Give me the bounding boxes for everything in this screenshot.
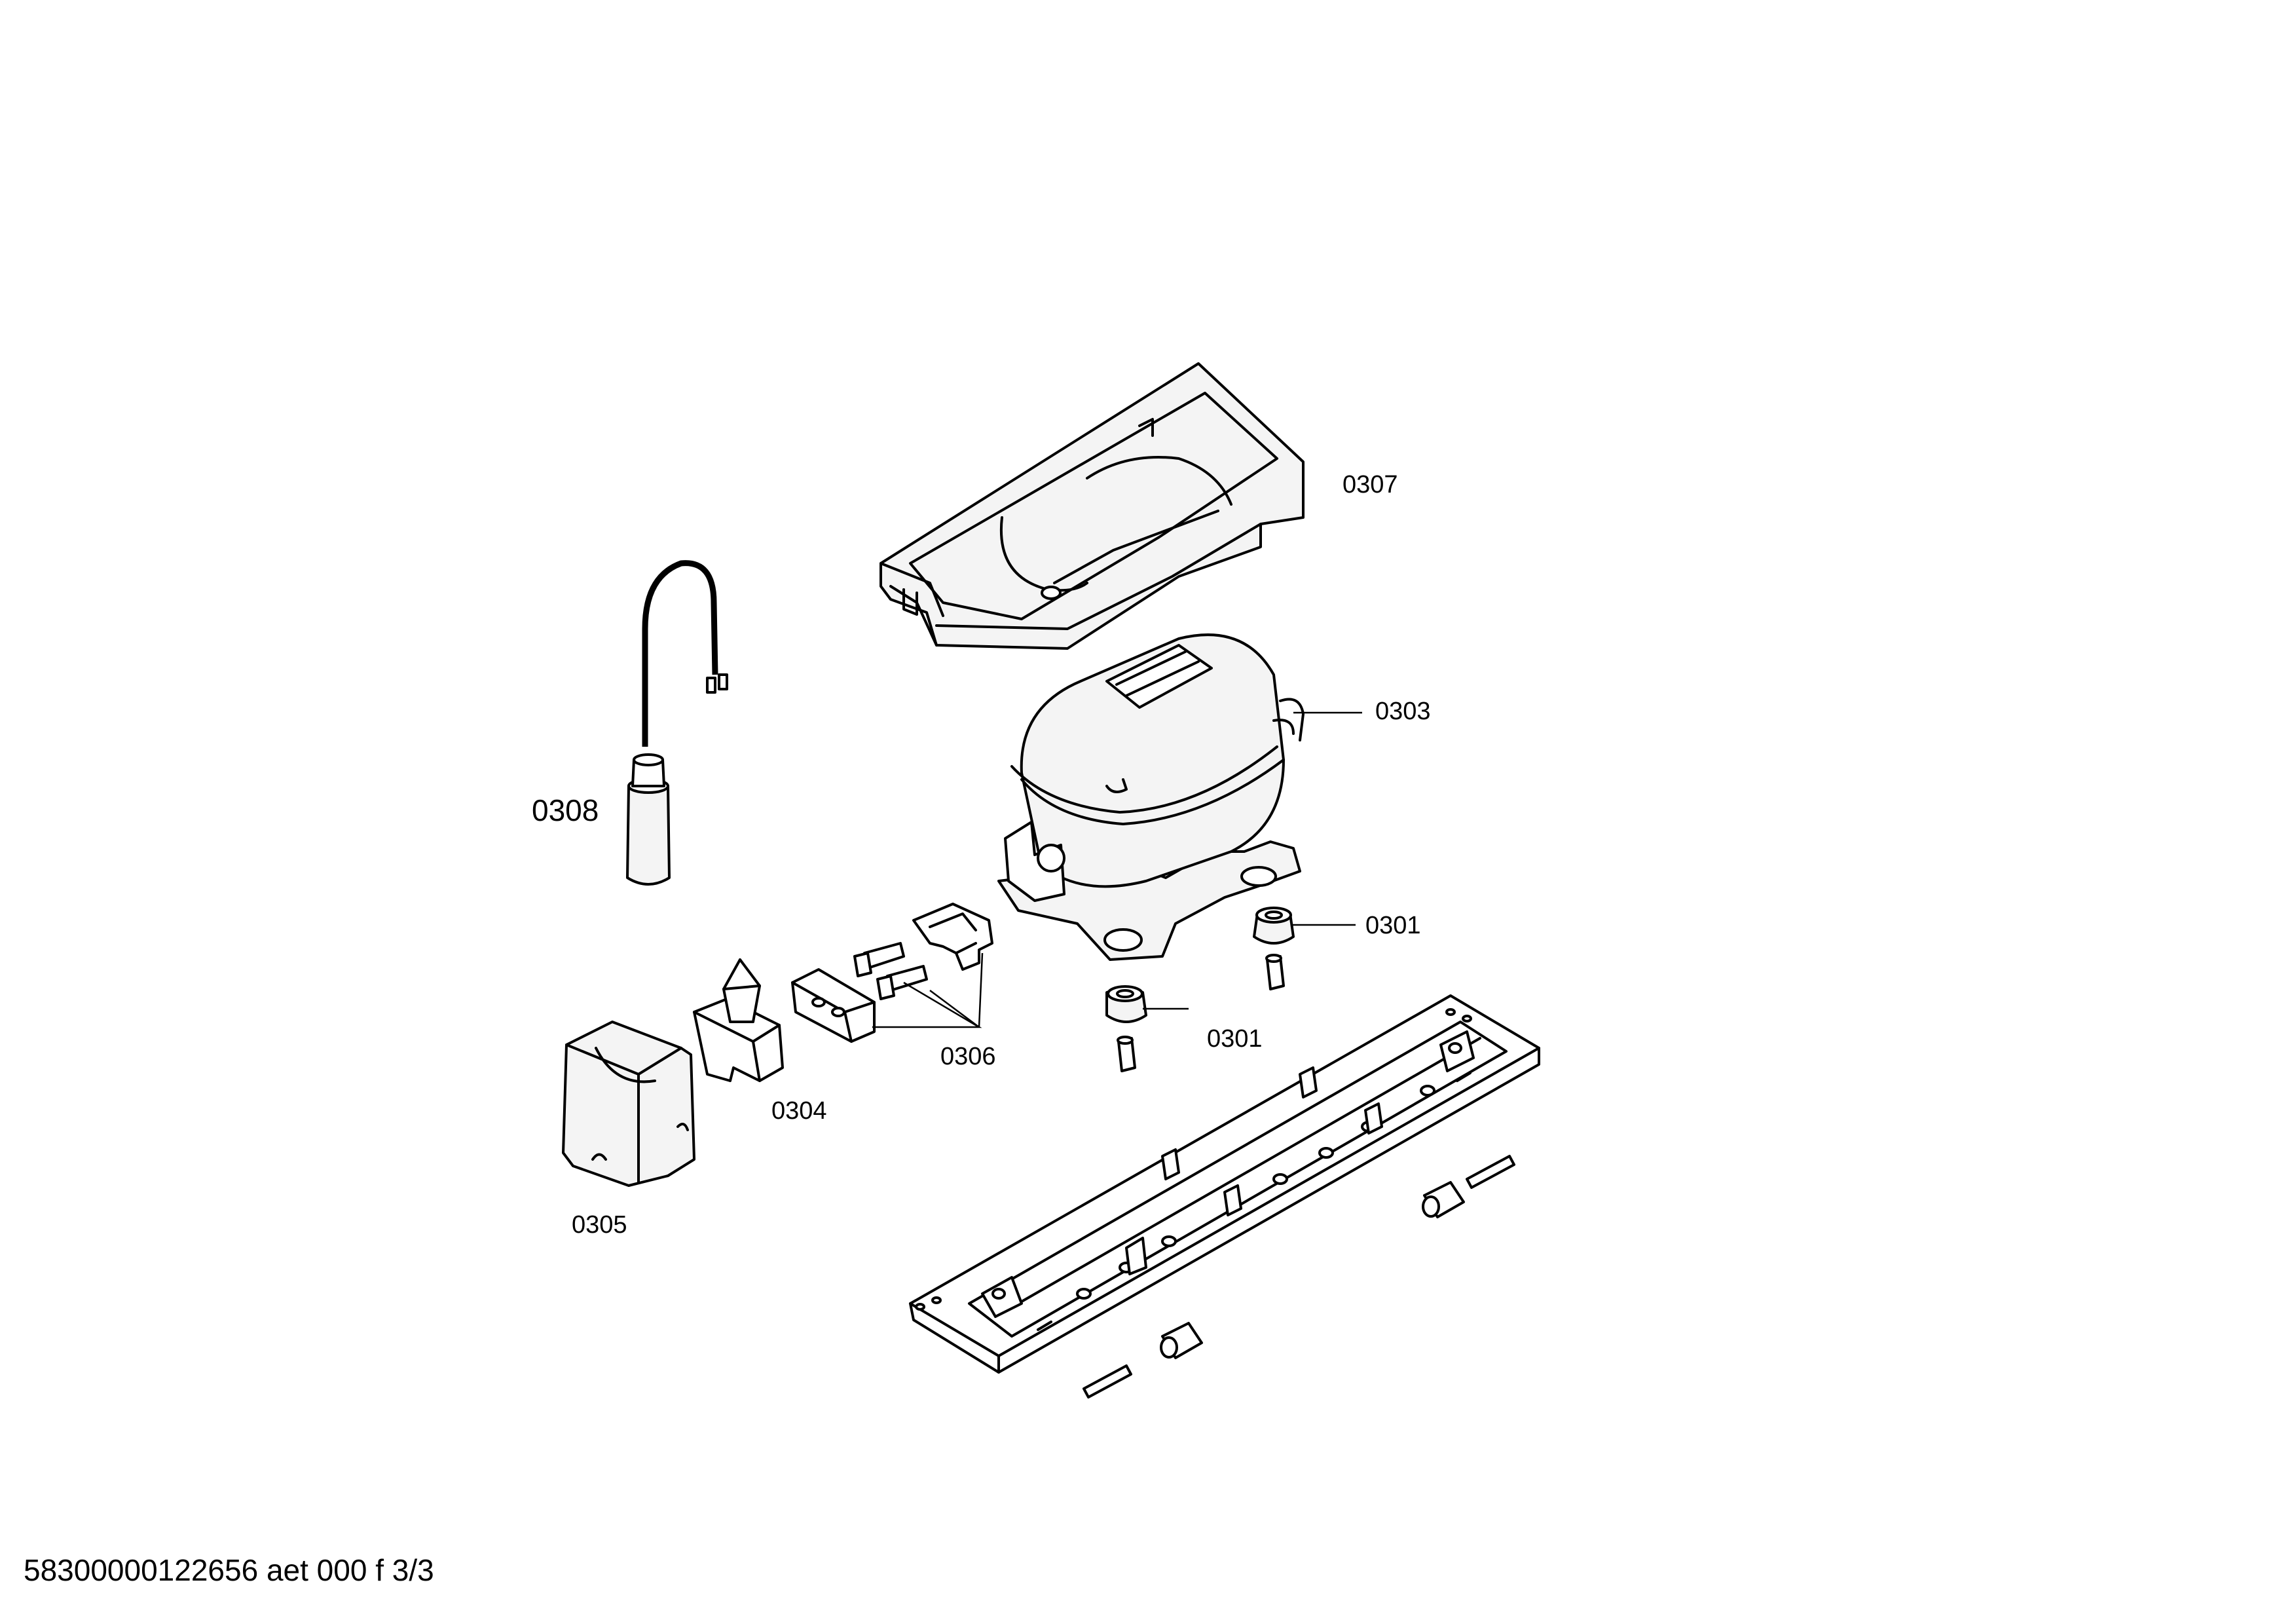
sleeve-part-lower xyxy=(1160,1322,1203,1359)
base-frame-part xyxy=(909,994,1540,1374)
grommet-part-lower xyxy=(1105,985,1147,1072)
relay-clamp-part xyxy=(912,903,993,971)
label-0304: 0304 xyxy=(771,1097,827,1125)
label-0306: 0306 xyxy=(940,1043,996,1070)
label-0301-lower: 0301 xyxy=(1207,1025,1263,1053)
pin-part-upper xyxy=(1466,1155,1515,1189)
capacitor-part xyxy=(626,560,728,886)
terminal-block-part xyxy=(791,968,876,1043)
label-0307: 0307 xyxy=(1342,471,1398,498)
pin-part-lower xyxy=(1083,1364,1132,1398)
label-0303: 0303 xyxy=(1375,698,1431,725)
label-0301-upper: 0301 xyxy=(1365,912,1421,939)
relay-cover-part xyxy=(562,1021,695,1187)
grommet-part-upper xyxy=(1253,907,1295,990)
compressor-part xyxy=(997,633,1305,961)
document-footer-code: 58300000122656 aet 000 f 3/3 xyxy=(24,1553,434,1587)
label-0305: 0305 xyxy=(572,1211,627,1239)
drip-tray-part xyxy=(880,362,1305,650)
screw-part xyxy=(853,942,928,1000)
sleeve-part-upper xyxy=(1422,1181,1465,1218)
start-relay-part xyxy=(693,958,784,1082)
label-0308: 0308 xyxy=(532,793,599,827)
